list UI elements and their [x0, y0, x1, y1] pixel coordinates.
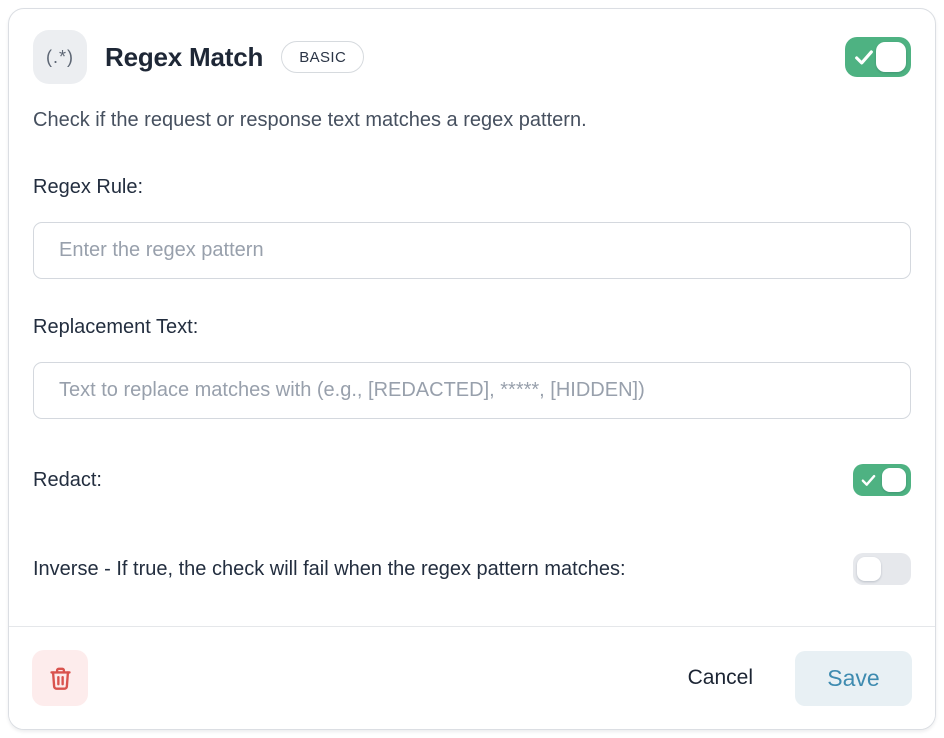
redact-row: Redact:	[33, 464, 911, 496]
inverse-row: Inverse - If true, the check will fail w…	[33, 553, 911, 585]
regex-icon: (.*)	[33, 30, 87, 84]
card-footer: Cancel Save	[9, 627, 935, 729]
regex-icon-glyph: (.*)	[46, 46, 74, 67]
inverse-label: Inverse - If true, the check will fail w…	[33, 557, 626, 580]
redact-label: Redact:	[33, 468, 102, 491]
footer-actions: Cancel Save	[686, 650, 912, 706]
regex-rule-label: Regex Rule:	[33, 176, 144, 198]
check-icon	[861, 474, 876, 486]
replacement-text-label: Replacement Text:	[33, 316, 199, 338]
delete-button[interactable]	[32, 650, 88, 706]
regex-match-card: (.*) Regex Match BASIC Check if the requ…	[8, 8, 936, 730]
inverse-toggle[interactable]	[853, 553, 911, 585]
card-body: (.*) Regex Match BASIC Check if the requ…	[9, 9, 935, 626]
card-description: Check if the request or response text ma…	[33, 109, 587, 131]
redact-toggle[interactable]	[853, 464, 911, 496]
cancel-button[interactable]: Cancel	[686, 658, 755, 698]
card-header: (.*) Regex Match BASIC	[33, 30, 911, 84]
footer-divider	[9, 626, 935, 627]
toggle-knob	[857, 557, 881, 581]
toggle-knob	[876, 42, 906, 72]
page-title: Regex Match	[105, 41, 264, 72]
save-button[interactable]: Save	[795, 650, 912, 706]
regex-rule-input[interactable]	[33, 222, 911, 279]
replacement-text-input[interactable]	[33, 362, 911, 419]
trash-icon	[49, 667, 71, 690]
toggle-knob	[882, 468, 906, 492]
enabled-toggle[interactable]	[845, 37, 911, 77]
basic-badge: BASIC	[281, 41, 365, 73]
check-icon	[855, 50, 873, 65]
